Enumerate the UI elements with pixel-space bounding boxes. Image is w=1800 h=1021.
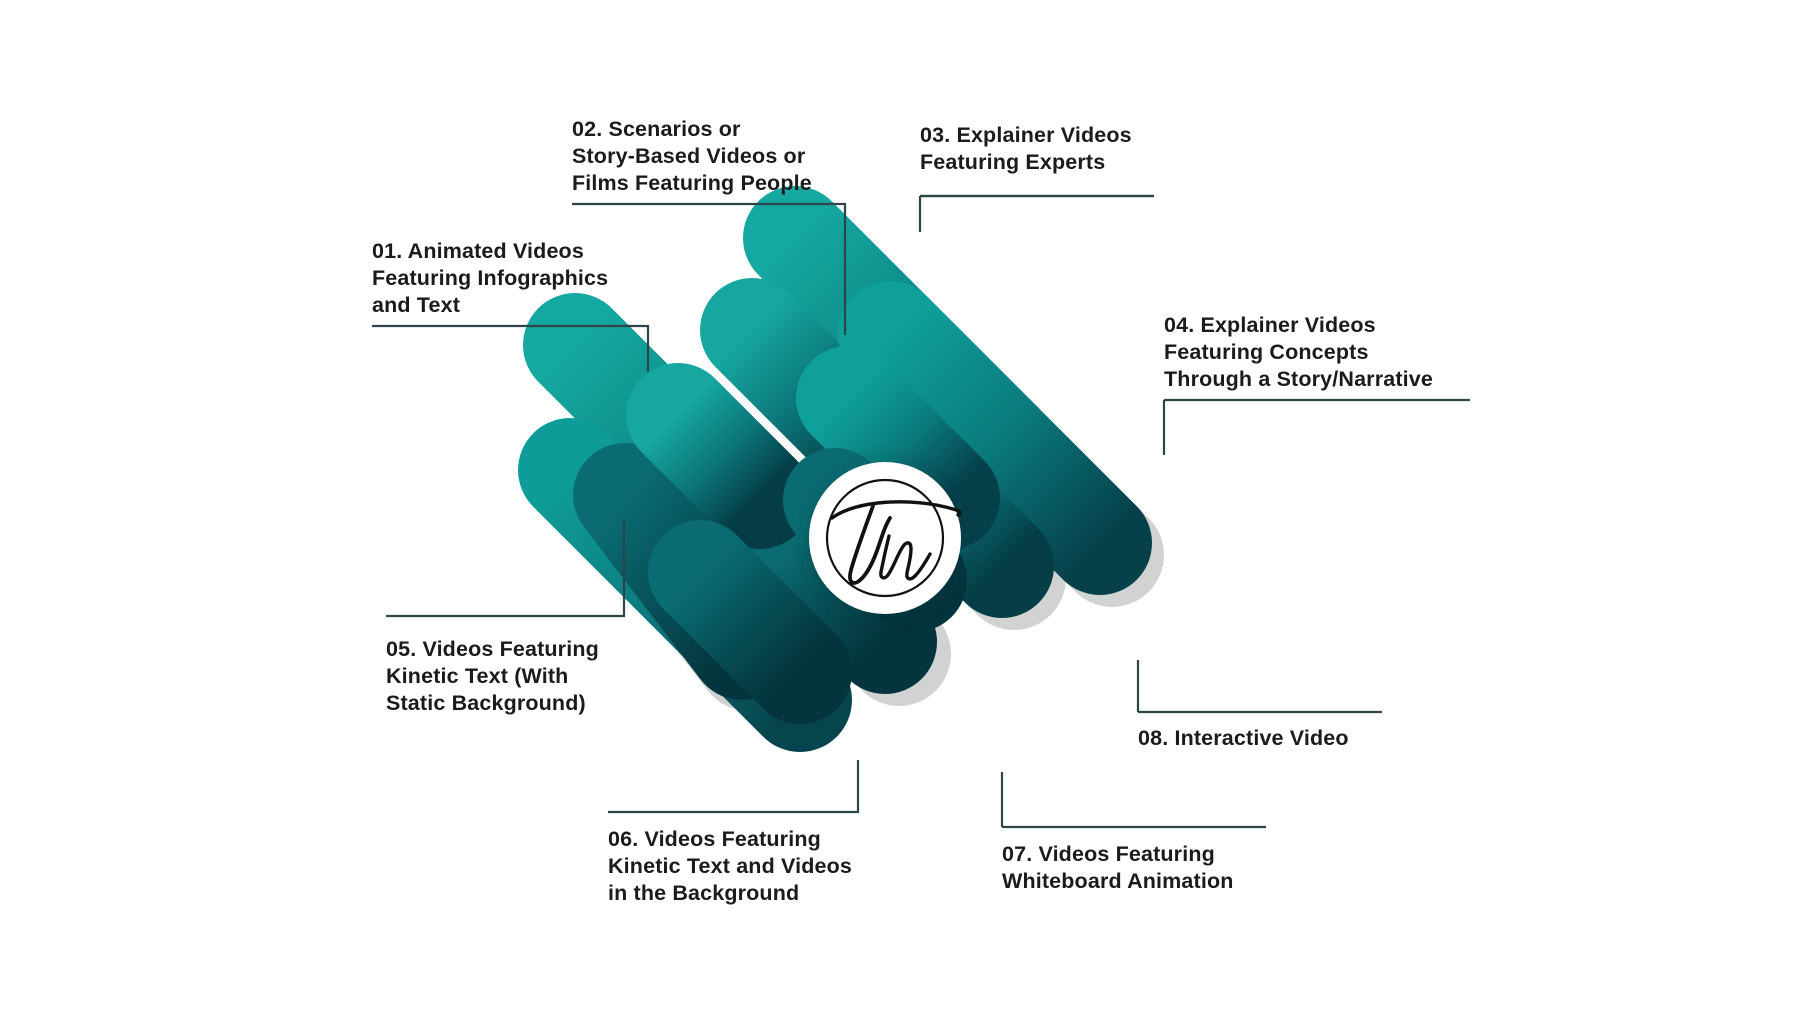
logo-disc [809,462,961,614]
logo-crossbar-stroke [830,500,962,520]
item-label-05: 05. Videos Featuring Kinetic Text (With … [386,637,599,715]
connector-06 [608,760,860,814]
item-label-08: 08. Interactive Video [1138,726,1349,750]
connector-04 [1162,398,1470,455]
connector-07 [1000,772,1266,829]
item-label-04: 04. Explainer Videos Featuring Concepts … [1164,313,1433,391]
logo-ring-icon [825,478,945,598]
connector-08 [1136,660,1382,714]
connector-03 [918,194,1154,232]
item-label-02: 02. Scenarios or Story-Based Videos or F… [572,117,812,195]
center-logo [809,462,961,614]
connector-01 [372,324,650,372]
capsule-fill-a [626,363,812,549]
connector-02 [572,202,847,335]
logo-mark [825,478,962,598]
capsule-04 [838,281,1152,595]
item-label-01: 01. Animated Videos Featuring Infographi… [372,239,609,317]
item-label-06: 06. Videos Featuring Kinetic Text and Vi… [608,827,852,905]
logo-letter-m-stroke [879,534,932,581]
capsule-fill-c [648,520,852,724]
connector-05 [386,520,626,618]
item-label-03: 03. Explainer Videos Featuring Experts [920,123,1132,174]
item-label-07: 07. Videos Featuring Whiteboard Animatio… [1002,842,1234,893]
logo-letter-t-stroke [848,504,892,585]
